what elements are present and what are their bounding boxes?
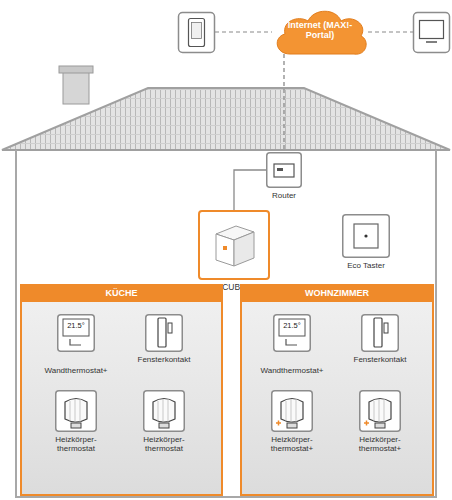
chimney bbox=[63, 70, 89, 104]
house-wall bbox=[16, 150, 436, 497]
window-contact-symbol bbox=[145, 314, 183, 352]
window-contact-box bbox=[146, 315, 183, 352]
node-label: 21.5° bbox=[63, 322, 89, 331]
eco-button bbox=[354, 224, 378, 248]
thermostat-nut bbox=[375, 423, 385, 428]
fenster-node: Fensterkontakt bbox=[126, 314, 202, 384]
node-label: Internet (MAX!-Portal) bbox=[286, 20, 354, 41]
radiator-thermostat-box bbox=[56, 391, 97, 432]
smartphone-frame bbox=[179, 13, 215, 53]
wand-node: 21.5° Wandthermostat+ bbox=[254, 314, 330, 384]
thermostat-mark bbox=[286, 339, 297, 345]
window-contact-body bbox=[374, 318, 382, 347]
thermostat-ribs bbox=[374, 399, 384, 423]
computer-frame bbox=[414, 13, 450, 53]
dashed-link bbox=[368, 31, 413, 32]
room-panel: KÜCHE 21.5° Wandthermostat+ FensterkontaktH… bbox=[20, 284, 223, 496]
eco-dot bbox=[364, 234, 367, 237]
roof bbox=[2, 88, 450, 150]
heiz-node: Heizkörper- thermostat+ bbox=[342, 390, 418, 480]
radiator-thermostat-symbol bbox=[55, 390, 97, 432]
thermostat-nut bbox=[287, 423, 297, 428]
node-label: Fensterkontakt bbox=[342, 355, 418, 364]
thermostat-head bbox=[369, 399, 391, 423]
radiator-thermostat-symbol bbox=[359, 390, 401, 432]
heiz-node: Heizkörper- thermostat bbox=[126, 390, 202, 480]
node-label: Heizkörper- thermostat bbox=[46, 435, 106, 453]
node-label: Heizkörper- thermostat+ bbox=[350, 435, 410, 453]
router-symbol bbox=[274, 164, 294, 177]
plus-mark bbox=[276, 421, 281, 426]
node-label: KÜCHE bbox=[22, 288, 221, 298]
radiator-thermostat-box bbox=[144, 391, 185, 432]
cube-frame bbox=[198, 210, 270, 280]
monitor-stand bbox=[426, 41, 437, 43]
connector-line bbox=[234, 170, 266, 210]
radiator-thermostat-box bbox=[272, 391, 313, 432]
chimney-cap bbox=[59, 66, 93, 73]
router-box bbox=[267, 153, 302, 188]
wall-thermostat-symbol bbox=[273, 314, 311, 352]
node-label: WOHNZIMMER bbox=[242, 288, 432, 298]
cloud-outline bbox=[277, 11, 366, 54]
router-frame bbox=[266, 152, 302, 188]
window-contact-box bbox=[362, 315, 399, 352]
thermostat-nut bbox=[159, 423, 169, 428]
cloud-node: Internet (MAX!-Portal) bbox=[270, 6, 370, 62]
router-led bbox=[277, 168, 283, 171]
thermostat-display bbox=[63, 319, 89, 336]
cube-box bbox=[199, 211, 269, 279]
wall-thermostat-box bbox=[58, 315, 95, 352]
node-label: Heizkörper- thermostat bbox=[134, 435, 194, 453]
window-contact-magnet bbox=[384, 323, 388, 333]
heiz-node: Heizkörper- thermostat bbox=[38, 390, 114, 480]
radiator-thermostat-box bbox=[360, 391, 401, 432]
window-contact-symbol bbox=[361, 314, 399, 352]
plus-mark bbox=[364, 421, 369, 426]
thermostat-head bbox=[65, 399, 87, 423]
thermostat-ribs bbox=[70, 399, 80, 423]
node-label: Fensterkontakt bbox=[126, 355, 202, 364]
thermostat-head bbox=[281, 399, 303, 423]
smartphone-screen bbox=[192, 23, 202, 39]
node-label: Wandthermostat+ bbox=[38, 366, 114, 375]
eco-frame bbox=[342, 214, 390, 258]
cube-led bbox=[223, 246, 227, 250]
wand-node: 21.5° Wandthermostat+ bbox=[38, 314, 114, 384]
thermostat-ribs bbox=[158, 399, 168, 423]
node-label: Heizkörper- thermostat+ bbox=[262, 435, 322, 453]
thermostat-display bbox=[279, 319, 305, 336]
cube-front bbox=[216, 234, 234, 266]
smartphone-symbol bbox=[189, 19, 205, 47]
thermostat-nut bbox=[71, 423, 81, 428]
radiator-thermostat-symbol bbox=[143, 390, 185, 432]
node-label: Wandthermostat+ bbox=[254, 366, 330, 375]
thermostat-head bbox=[153, 399, 175, 423]
thermostat-mark bbox=[70, 339, 81, 345]
router-node: Router bbox=[262, 152, 306, 202]
node-label: 21.5° bbox=[279, 322, 305, 331]
wall-thermostat-symbol bbox=[57, 314, 95, 352]
cube-side bbox=[234, 232, 254, 266]
dashed-link bbox=[215, 31, 272, 32]
fenster-node: Fensterkontakt bbox=[342, 314, 418, 384]
window-contact-magnet bbox=[168, 323, 172, 333]
room-panel: WOHNZIMMER 21.5° Wandthermostat+ Fensterkon… bbox=[240, 284, 434, 496]
eco-node: Eco Taster bbox=[334, 214, 398, 276]
radiator-thermostat-symbol bbox=[271, 390, 313, 432]
wall-thermostat-box bbox=[274, 315, 311, 352]
monitor-symbol bbox=[420, 21, 444, 39]
window-contact-body bbox=[158, 318, 166, 347]
eco-box bbox=[343, 215, 390, 258]
heiz-node: Heizkörper- thermostat+ bbox=[254, 390, 330, 480]
node-label: Router bbox=[262, 191, 306, 200]
node-label: Eco Taster bbox=[334, 261, 398, 270]
connector-line bbox=[283, 54, 284, 152]
thermostat-ribs bbox=[286, 399, 296, 423]
